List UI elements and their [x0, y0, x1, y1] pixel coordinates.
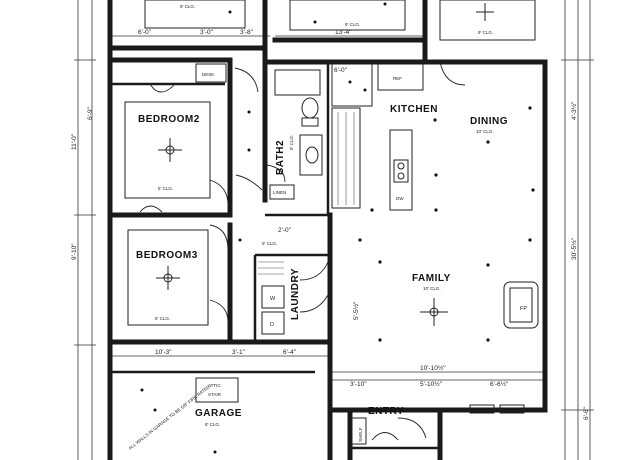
dim-label-3: 3'-8" — [240, 29, 254, 36]
bedroom2-label: BEDROOM2 — [138, 114, 200, 125]
dim-label-10: 10'-10½" — [420, 364, 446, 372]
desk-label: DESK — [202, 72, 214, 77]
attic-label: ATTIC — [208, 383, 221, 388]
linen-label: LINEN — [273, 190, 286, 195]
bath2-clg-label: 9' CLG. — [289, 135, 294, 150]
top-rooms: 9' CLG. 9' CLG. 9' CLG. — [144, 0, 536, 41]
entry-label: ENTRY — [368, 406, 404, 417]
fireplace-label: FP — [520, 306, 527, 312]
laundry: LAUNDRY W D 9' CLG. — [258, 241, 329, 335]
bath2-label: BATH2 — [275, 140, 286, 175]
bedroom3-clg-label: 5' CLG. — [155, 316, 170, 321]
dim-label-7: 10'-3" — [155, 349, 172, 356]
bedroom2-clg-label: 5' CLG. — [158, 186, 173, 191]
dim-label-12: 2'-0" — [278, 227, 292, 234]
dim-label-15: 3'-10" — [350, 381, 367, 388]
dim-label-8: 3'-1" — [232, 349, 246, 356]
dim-label-9: 6'-4" — [283, 349, 297, 356]
bedroom3-label: BEDROOM3 — [136, 250, 198, 261]
dim-label-5: 6'-9" — [87, 106, 94, 120]
dining: DINING 10' CLG. — [433, 106, 535, 192]
kitchen: KITCHEN REF DW — [331, 61, 466, 211]
dining-clg-label: 10' CLG. — [476, 129, 494, 134]
top-right-clg-label: 9' CLG. — [478, 30, 493, 35]
dim-label-4: 13'-4" — [335, 29, 352, 36]
dim-label-2: 3'-0" — [200, 29, 214, 36]
dim-label-16: 5'-10½" — [420, 380, 443, 388]
dryer-label: D — [270, 322, 274, 328]
garage: ATTIC STAIR GARAGE 8' CLG. ALL WALLS IN … — [128, 377, 242, 454]
dim-label-13: 6'-0" — [334, 67, 348, 74]
dim-label-18: 4'-3½" — [570, 101, 578, 120]
dim-label-17: 9'-10" — [71, 243, 78, 260]
dim-label-6: 11'-0" — [71, 133, 78, 150]
family-label: FAMILY — [412, 273, 451, 284]
laundry-label: LAUNDRY — [290, 268, 301, 320]
bath2: BATH2 9' CLG. LINEN — [266, 69, 323, 200]
dim-label-14: 5'-5½" — [352, 301, 360, 320]
ref-label: REF — [393, 76, 402, 81]
garage-clg-label: 8' CLG. — [205, 422, 220, 427]
dw-label: DW — [396, 196, 404, 201]
dim-label-19: 6'-6" — [583, 406, 590, 420]
dim-label-20: 30'-5½" — [570, 237, 578, 260]
dimension-lines — [74, 0, 594, 460]
top-mid-clg-label: 9' CLG. — [345, 22, 360, 27]
dim-label-11: 6'-6½" — [490, 380, 509, 388]
garage-label: GARAGE — [195, 408, 242, 419]
dining-label: DINING — [470, 116, 508, 127]
hall-clg-label: 9' CLG. — [262, 241, 277, 246]
family: FAMILY 10' CLG. FP — [358, 208, 539, 342]
washer-label: W — [270, 296, 276, 302]
dimension-labels: 6'-0" 3'-0" 3'-8" 13'-4" 10'-3" 3'-1" 6'… — [71, 29, 590, 420]
kitchen-label: KITCHEN — [390, 104, 438, 115]
hall-doors — [234, 67, 367, 242]
attic-stair-label: STAIR — [208, 392, 222, 397]
bedroom3: BEDROOM3 5' CLG. — [127, 205, 229, 326]
top-left-clg-label: 9' CLG. — [180, 4, 195, 9]
family-clg-label: 10' CLG. — [423, 286, 441, 291]
shelf-label: SHELF — [358, 427, 363, 442]
bedroom2: BEDROOM2 5' CLG. DESK — [124, 63, 229, 206]
dim-label-1: 6'-0" — [138, 29, 152, 36]
entry: ENTRY SHELF — [351, 404, 525, 445]
